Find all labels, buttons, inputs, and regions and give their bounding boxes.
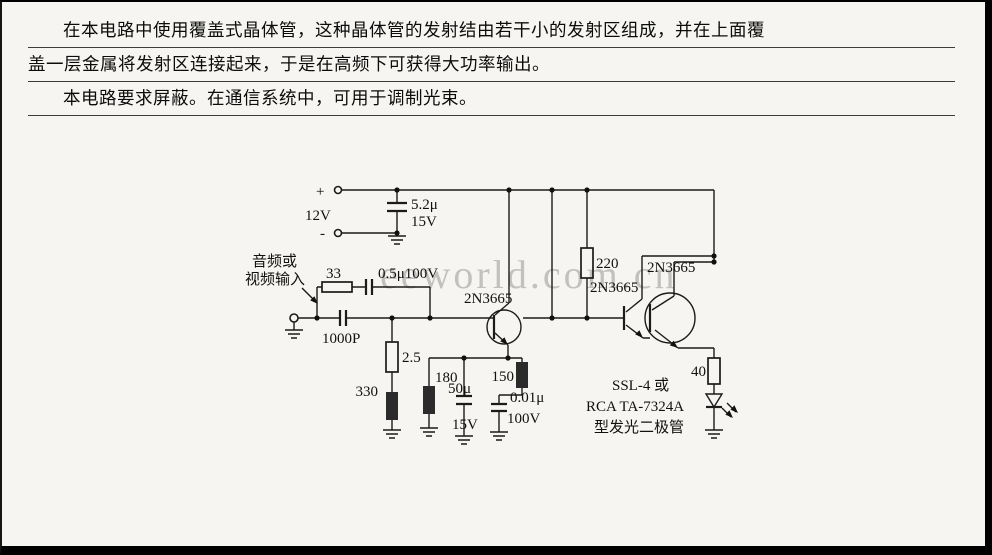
watermark: eeworld.com.cn [380,252,677,297]
resistor-220-label: 220 [596,256,619,272]
emitter-network: 180 50μ 15V 150 0.01μ 100V [420,357,544,445]
supply-minus-terminal [333,228,343,238]
paragraph-line-1: 在本电路中使用覆盖式晶体管，这种晶体管的发射结由若干小的发射区组成，并在上面覆 [28,14,955,48]
capacitor-001u-label: 0.01μ [510,390,544,406]
interstage: 220 [523,190,624,319]
input-terminal [289,313,299,323]
led-type-label-2: RCA TA-7324A [586,399,684,415]
description-text: 在本电路中使用覆盖式晶体管，这种晶体管的发射结由若干小的发射区组成，并在上面覆 … [28,14,955,116]
led-emission-arrowhead-icon [725,410,733,418]
schematic-svg: eeworld.com.cn + 12V - 5.2μ 15V [245,184,738,445]
capacitor-001u-rating: 100V [507,411,541,427]
transistor-q3-label: 2N3665 [647,260,695,276]
transistor-q2-label: 2N3665 [590,280,638,296]
power-supply: + 12V - [305,184,343,242]
output-stage: 2N3665 2N3665 [590,190,715,358]
resistor-33-label: 33 [326,266,341,282]
paragraph-line-2: 盖一层金属将发射区连接起来，于是在高频下可获得大功率输出。 [28,48,955,82]
emitter-arrow-icon [635,330,643,338]
input-section: 音频或 视频输入 33 0.5μ100V 1000P [245,253,494,347]
top-path-wire [317,286,431,318]
transistor-q2-collector [625,255,714,313]
resistor-330-label: 330 [356,384,379,400]
resistor-220-icon [580,247,594,279]
capacitor-05u-label: 0.5μ100V [378,266,438,282]
transistor-q1: 2N3665 [464,190,522,358]
capacitor-001u-icon [491,402,507,413]
choke-25-label: 2.5 [402,350,421,366]
emitter-arrow-icon [500,337,508,345]
capacitor-05u-icon [364,279,374,295]
led-branch: 40 SSL-4 或 RCA TA-7324A 型发光二极管 [586,357,738,439]
supply-minus-label: - [320,226,325,242]
resistor-40-label: 40 [691,364,706,380]
resistor-150-icon [516,362,528,388]
ground-symbol [705,429,723,439]
capacitor-1000p-label: 1000P [322,331,360,347]
junction-dots [314,187,717,361]
resistor-330-icon [386,392,398,420]
transistor-q3-circle-icon [644,292,696,344]
transistor-q1-collector [494,190,510,316]
supply-voltage-label: 12V [305,208,331,224]
choke-25-icon [385,341,399,373]
ground-symbol [455,435,473,445]
transistor-q1-emitter [494,332,509,358]
filter-cap-value: 5.2μ [411,197,438,213]
led-type-label-1: SSL-4 或 [612,377,669,394]
transistor-q1-label: 2N3665 [464,291,512,307]
resistor-33-icon [321,281,353,293]
circuit-diagram: eeworld.com.cn + 12V - 5.2μ 15V [2,130,985,546]
led-type-label-3: 型发光二极管 [594,419,684,436]
capacitor-plates-icon [387,201,407,213]
resistor-150-leads [498,358,523,432]
ground-symbol [383,429,401,439]
ground-symbol [388,235,406,245]
filter-capacitor: 5.2μ 15V [387,190,438,245]
paragraph-line-3: 本电路要求屏蔽。在通信系统中，可用于调制光束。 [28,82,955,116]
capacitor-1000p-icon [338,310,348,326]
ground-symbol [285,329,303,339]
transistor-q1-circle-icon [486,309,522,345]
capacitor-50u-rating: 15V [452,417,478,433]
transistor-q3-emitter [654,329,715,358]
capacitor-50u-label: 50μ [448,381,471,397]
emitter-arrow-icon [669,340,678,348]
input-label-2: 视频输入 [245,271,305,288]
led-emission-arrowhead-icon [730,405,738,413]
filter-cap-rating: 15V [411,214,437,230]
input-branch-wire [298,287,318,319]
input-arrowhead-icon [310,296,318,304]
input-label-1: 音频或 [252,253,297,270]
capacitor-50u-icon [456,394,472,406]
resistor-150-label: 150 [492,369,515,385]
supply-plus-terminal [333,185,343,195]
resistor-180-label: 180 [435,370,458,386]
resistor-180-icon [423,386,435,414]
resistor-40-icon [707,357,721,385]
ground-symbol [490,431,508,441]
bias-network: 2.5 330 [356,318,421,439]
transistor-q3-collector [651,261,714,311]
led-triangle-icon [704,393,724,409]
supply-plus-label: + [316,184,324,200]
ground-symbol [420,427,438,437]
